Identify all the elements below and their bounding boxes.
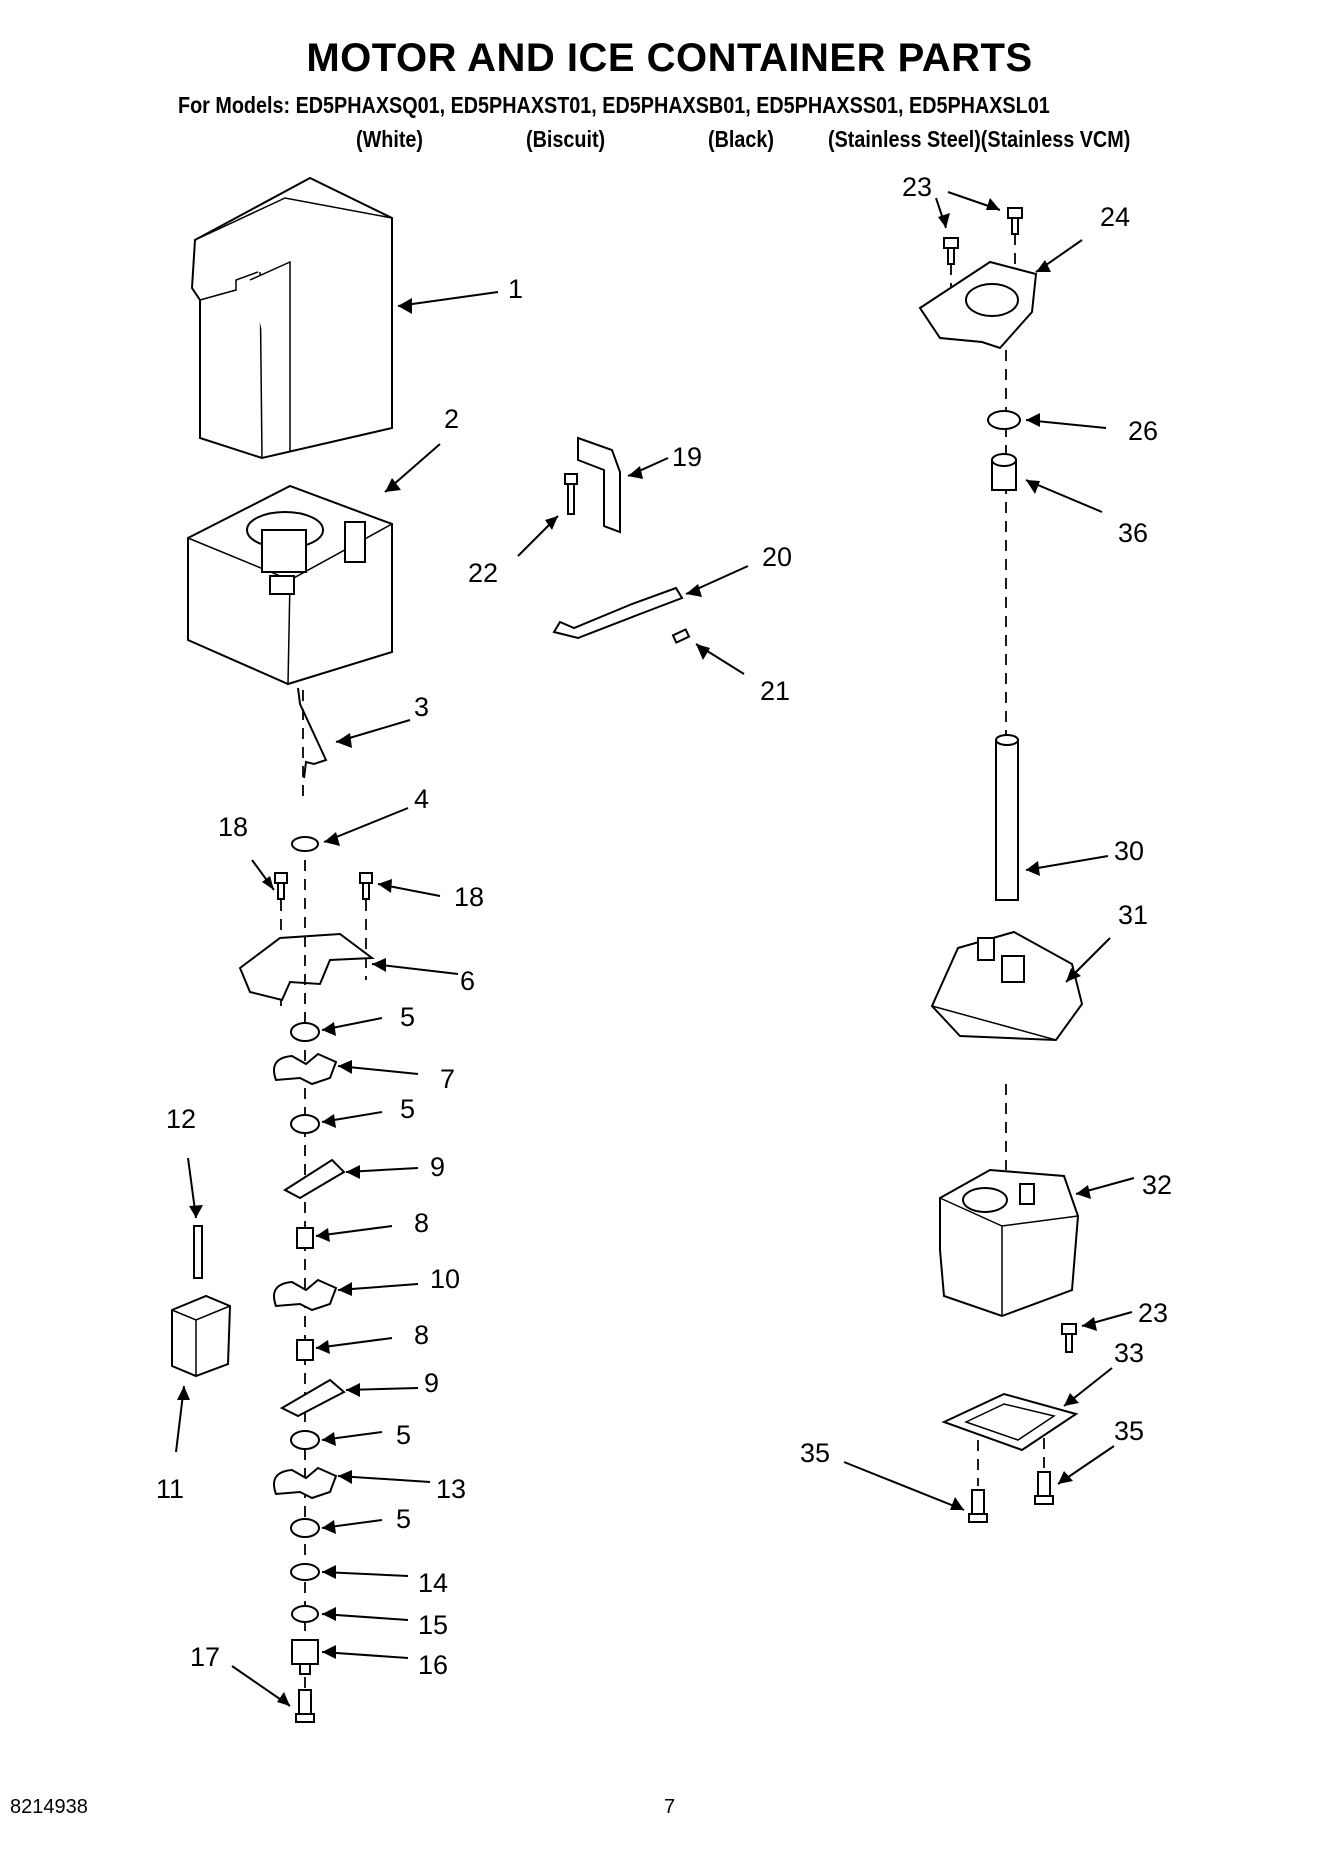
callout-7: 7 <box>440 1064 455 1094</box>
part-18-screw-left <box>274 872 288 900</box>
part-21-spring <box>671 628 691 644</box>
callout-18-right: 18 <box>454 882 484 912</box>
callout-9-b: 9 <box>424 1368 439 1398</box>
part-35-screw-2 <box>1034 1471 1054 1505</box>
callout-14: 14 <box>418 1568 448 1598</box>
callout-2: 2 <box>444 404 459 434</box>
callout-5-a: 5 <box>400 1002 415 1032</box>
callout-32: 32 <box>1142 1170 1172 1200</box>
finish-black: (Black) <box>708 126 774 152</box>
finish-row: (White) (Biscuit) (Black) (Stainless Ste… <box>0 126 1339 156</box>
callout-12: 12 <box>166 1104 196 1134</box>
callout-26: 26 <box>1128 416 1158 446</box>
finish-white: (White) <box>356 126 424 152</box>
part-5-spacer-3 <box>290 1430 320 1450</box>
callout-18-left: 18 <box>218 812 248 842</box>
callout-24: 24 <box>1100 202 1130 232</box>
part-7-blade <box>273 1052 338 1086</box>
part-30-shaft <box>995 734 1019 901</box>
document-number: 8214938 <box>10 1796 88 1818</box>
callout-19: 19 <box>672 442 702 472</box>
callout-35-left: 35 <box>800 1438 830 1468</box>
part-9-cutter-2 <box>279 1378 346 1418</box>
part-1-ice-bin-front <box>190 176 393 460</box>
finish-biscuit: (Biscuit) <box>526 126 606 152</box>
part-35-screw-1 <box>968 1489 988 1523</box>
finish-stainless: (Stainless Steel)(Stainless VCM) <box>828 126 1131 152</box>
part-9-cutter-1 <box>283 1158 346 1200</box>
part-24-bearing-plate <box>918 260 1038 350</box>
callout-30: 30 <box>1114 836 1144 866</box>
callout-22: 22 <box>468 558 498 588</box>
callout-9-a: 9 <box>430 1152 445 1182</box>
callout-10: 10 <box>430 1264 460 1294</box>
callout-33: 33 <box>1114 1338 1144 1368</box>
part-8-bushing-2 <box>296 1339 314 1361</box>
callout-20: 20 <box>762 542 792 572</box>
part-32-motor <box>939 1168 1080 1318</box>
part-5-spacer-4 <box>290 1518 320 1538</box>
part-20-lever <box>552 586 684 640</box>
part-26-ring <box>987 410 1021 430</box>
callout-31: 31 <box>1118 900 1148 930</box>
part-18-screw-right <box>359 872 373 900</box>
callout-13: 13 <box>436 1474 466 1504</box>
part-8-bushing-1 <box>296 1227 314 1249</box>
callout-36: 36 <box>1118 518 1148 548</box>
callout-5-c: 5 <box>396 1420 411 1450</box>
part-16-coupler <box>291 1639 319 1675</box>
part-19-bracket <box>577 436 621 534</box>
callout-23-top: 23 <box>902 172 932 202</box>
part-11-block <box>171 1294 232 1378</box>
part-23-screw-motor <box>1061 1323 1077 1353</box>
part-14-washer <box>290 1563 320 1581</box>
part-13-blade <box>273 1466 338 1500</box>
part-17-screw <box>295 1689 315 1723</box>
callout-1: 1 <box>508 274 523 304</box>
callout-16: 16 <box>418 1650 448 1680</box>
part-5-spacer-2 <box>290 1114 320 1134</box>
part-2-ice-bucket <box>187 484 393 686</box>
page-number: 7 <box>664 1796 676 1818</box>
callout-23-motor: 23 <box>1138 1298 1168 1328</box>
part-6-mounting-plate <box>238 932 375 1002</box>
part-12-pin <box>193 1225 203 1279</box>
part-22-screw <box>564 473 578 515</box>
page-title: MOTOR AND ICE CONTAINER PARTS <box>306 36 1033 80</box>
part-4-washer <box>291 836 319 852</box>
callout-6: 6 <box>460 966 475 996</box>
part-36-bushing <box>991 453 1017 491</box>
callout-4: 4 <box>414 784 429 814</box>
callout-21: 21 <box>760 676 790 706</box>
part-23-screw-top-2 <box>1007 207 1023 235</box>
part-23-screw-top-1 <box>943 237 959 265</box>
part-10-blade <box>273 1278 338 1312</box>
callout-11: 11 <box>156 1474 184 1504</box>
part-3-wire <box>297 687 328 779</box>
part-33-gasket <box>941 1392 1079 1452</box>
callout-8-a: 8 <box>414 1208 429 1238</box>
callout-17: 17 <box>190 1642 220 1672</box>
part-31-gear-cover <box>930 930 1084 1042</box>
part-5-spacer-1 <box>290 1022 320 1042</box>
callout-35-right: 35 <box>1114 1416 1144 1446</box>
models-line: For Models: ED5PHAXSQ01, ED5PHAXST01, ED… <box>178 92 1050 118</box>
callout-15: 15 <box>418 1610 448 1640</box>
callout-5-d: 5 <box>396 1504 411 1534</box>
callout-5-b: 5 <box>400 1094 415 1124</box>
callout-3: 3 <box>414 692 429 722</box>
part-15-washer <box>291 1605 319 1623</box>
callout-8-b: 8 <box>414 1320 429 1350</box>
